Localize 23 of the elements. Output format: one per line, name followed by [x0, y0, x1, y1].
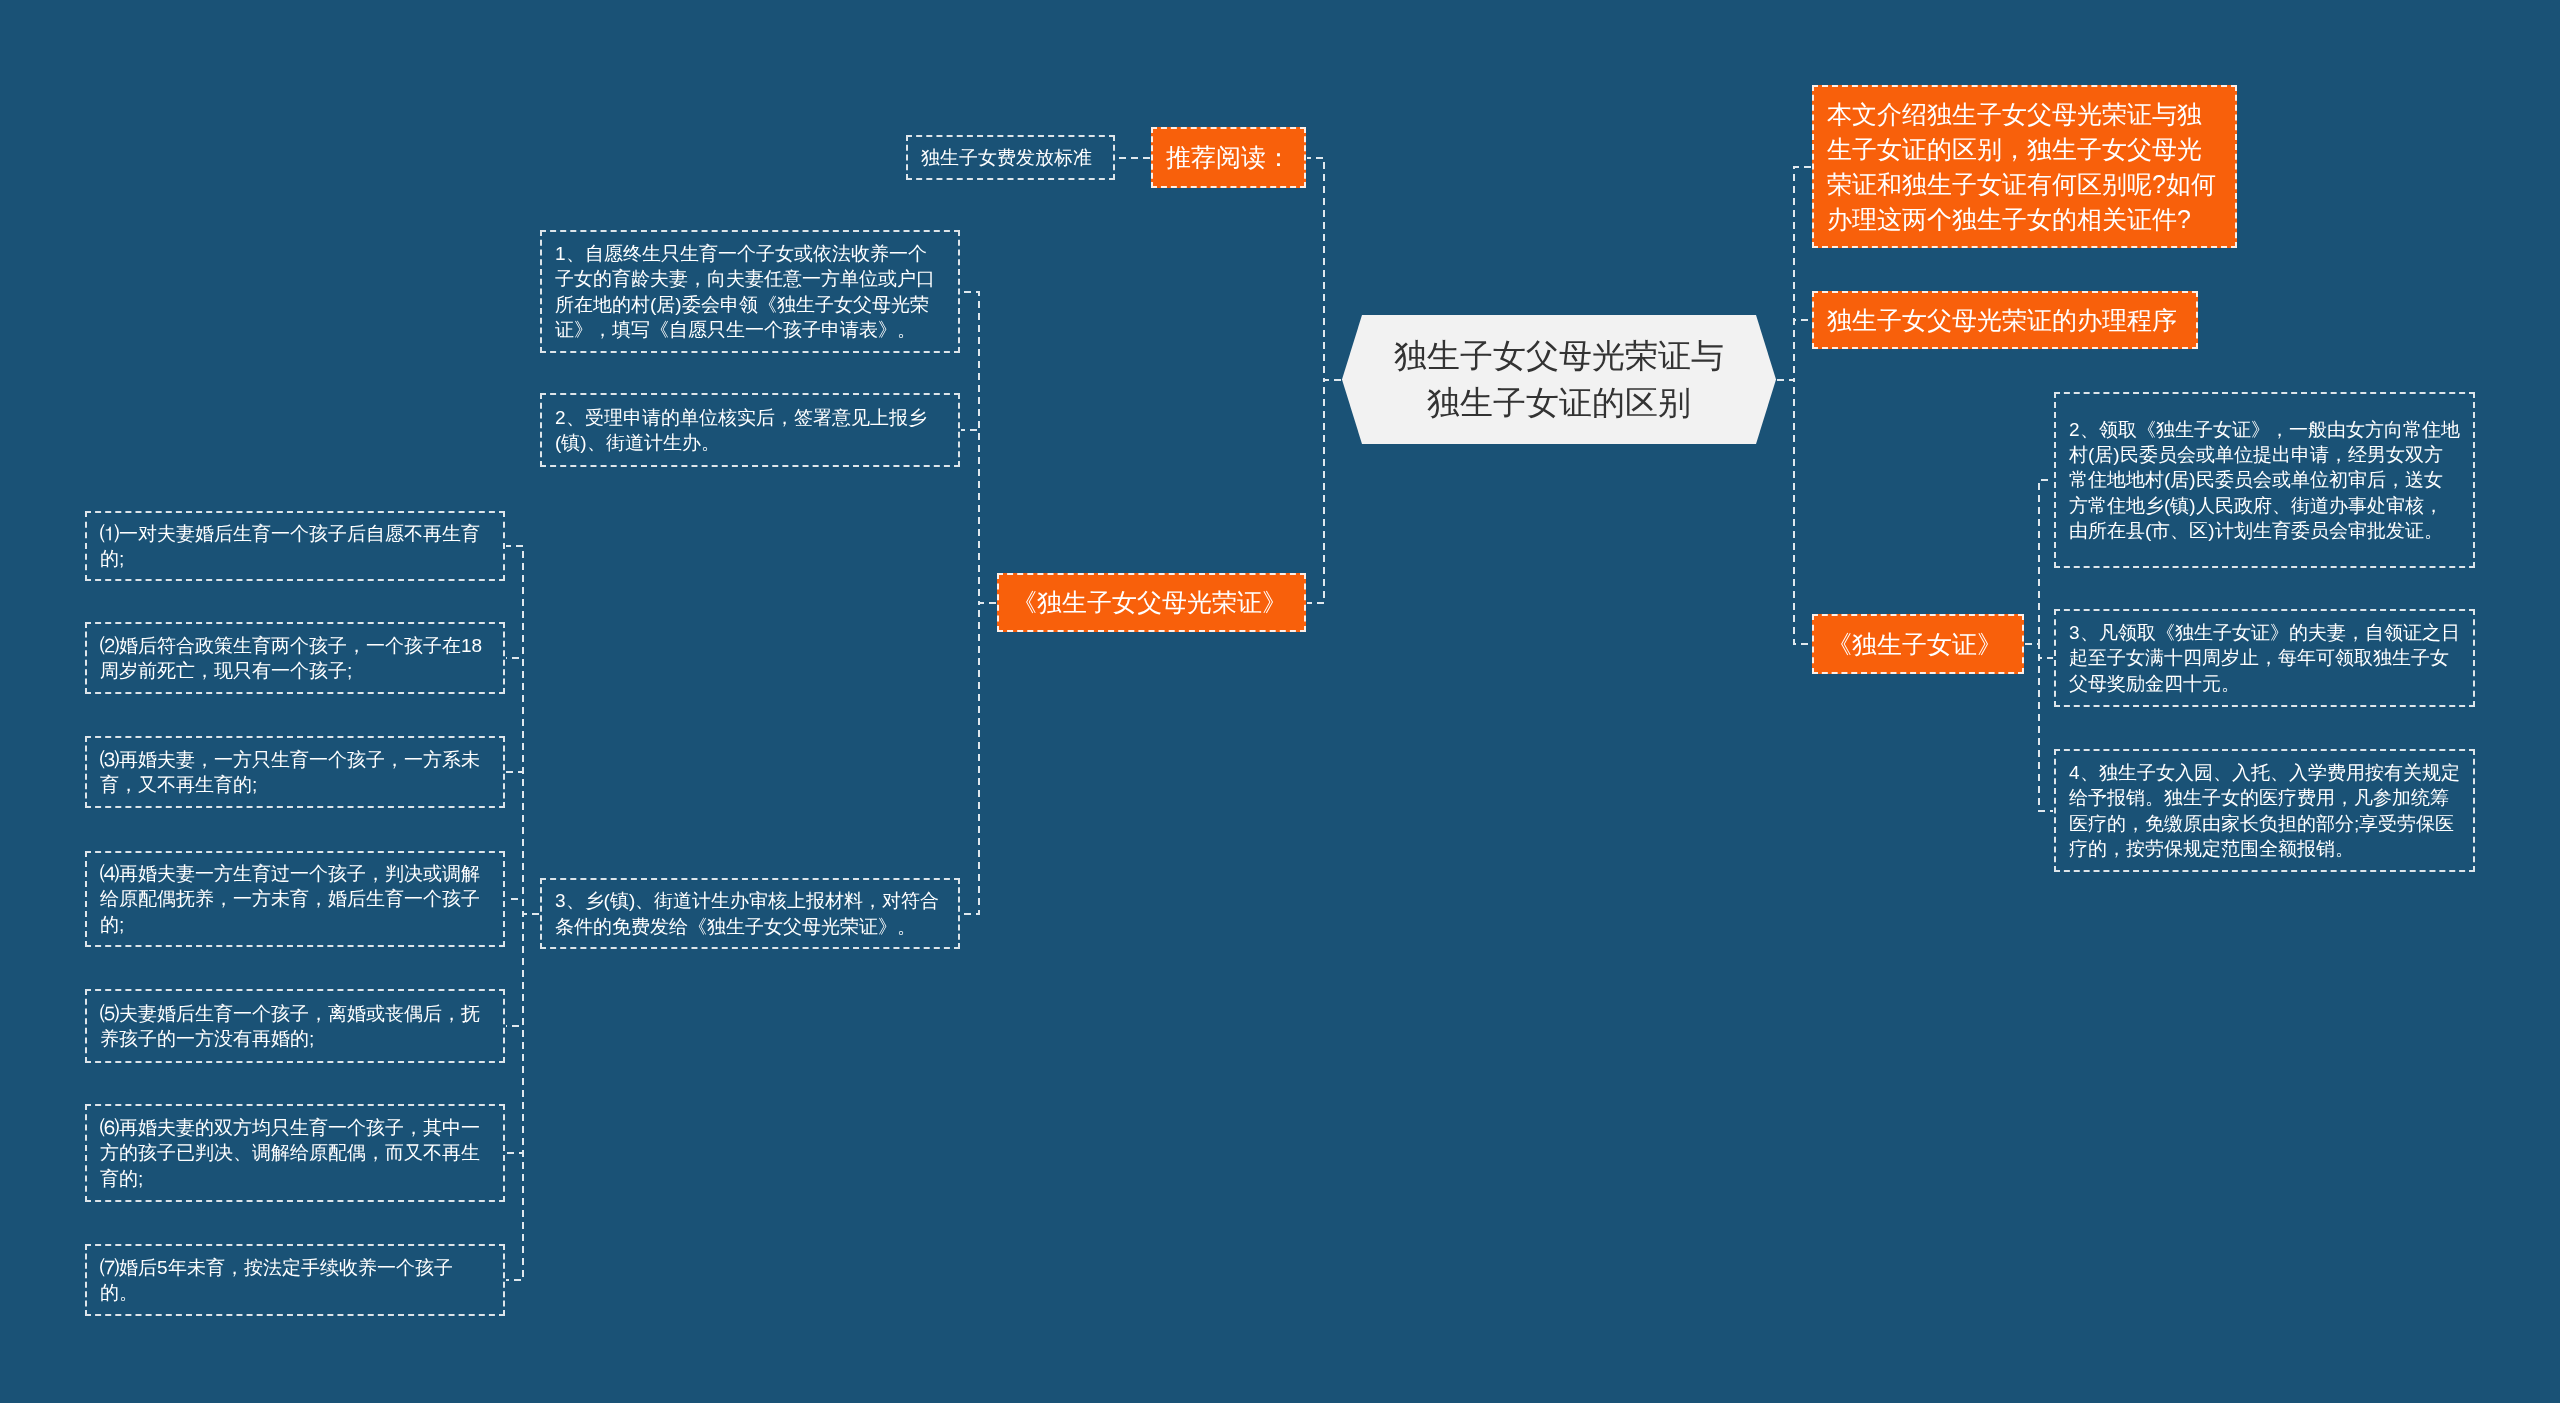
topic-box: 《独生子女父母光荣证》 [997, 573, 1306, 632]
note-box: 3、乡(镇)、街道计生办审核上报材料，对符合条件的免费发给《独生子女父母光荣证》。 [540, 878, 960, 949]
connector-line [505, 913, 540, 1281]
topic-box: 推荐阅读： [1151, 127, 1306, 188]
connector-line [1306, 379, 1342, 604]
note-box: ⑹再婚夫妻的双方均只生育一个孩子，其中一方的孩子已判决、调解给原配偶，而又不再生育的; [85, 1104, 505, 1202]
note-box: ⑺婚后5年未育，按法定手续收养一个孩子的。 [85, 1244, 505, 1316]
note-box: ⑴一对夫妻婚后生育一个孩子后自愿不再生育的; [85, 511, 505, 581]
topic-box: 本文介绍独生子女父母光荣证与独生子女证的区别，独生子女父母光荣证和独生子女证有何区别呢?如何办理这两个独生子女的相关证件? [1812, 85, 2237, 248]
note-box: ⑶再婚夫妻，一方只生育一个孩子，一方系未育，又不再生育的; [85, 736, 505, 808]
note-box: ⑵婚后符合政策生育两个孩子，一个孩子在18周岁前死亡，现只有一个孩子; [85, 622, 505, 694]
note-box: 2、领取《独生子女证》，一般由女方向常住地村(居)民委员会或单位提出申请，经男女双方常住地地村(居)民委员会或单位初审后，送女方常住地乡(镇)人民政府、街道办事处审核，由所在县(市、区)计划生育委员会审批发证。 [2054, 392, 2475, 568]
note-box: 3、凡领取《独生子女证》的夫妻，自领证之日起至子女满十四周岁止，每年可领取独生子女父母奖励金四十元。 [2054, 609, 2475, 707]
central-topic: 独生子女父母光荣证与独生子女证的区别 [1342, 315, 1776, 444]
note-box: 1、自愿终生只生育一个子女或依法收养一个子女的育龄夫妻，向夫妻任意一方单位或户口所在地的村(居)委会申领《独生子女父母光荣证》，填写《自愿只生一个孩子申请表》。 [540, 230, 960, 353]
note-box: 4、独生子女入园、入托、入学费用按有关规定给予报销。独生子女的医疗费用，凡参加统筹医疗的，免缴原由家长负担的部分;享受劳保医疗的，按劳保规定范围全额报销。 [2054, 749, 2475, 872]
connector-line [2024, 643, 2054, 812]
note-box: ⑷再婚夫妻一方生育过一个孩子，判决或调解给原配偶抚养，一方未育，婚后生育一个孩子的; [85, 851, 505, 947]
note-box: 2、受理申请的单位核实后，签署意见上报乡(镇)、街道计生办。 [540, 393, 960, 467]
note-box: ⑸夫妻婚后生育一个孩子，离婚或丧偶后，抚养孩子的一方没有再婚的; [85, 989, 505, 1063]
topic-box: 《独生子女证》 [1812, 614, 2024, 674]
topic-box: 独生子女父母光荣证的办理程序 [1812, 291, 2198, 349]
note-box: 独生子女费发放标准 [906, 135, 1115, 180]
